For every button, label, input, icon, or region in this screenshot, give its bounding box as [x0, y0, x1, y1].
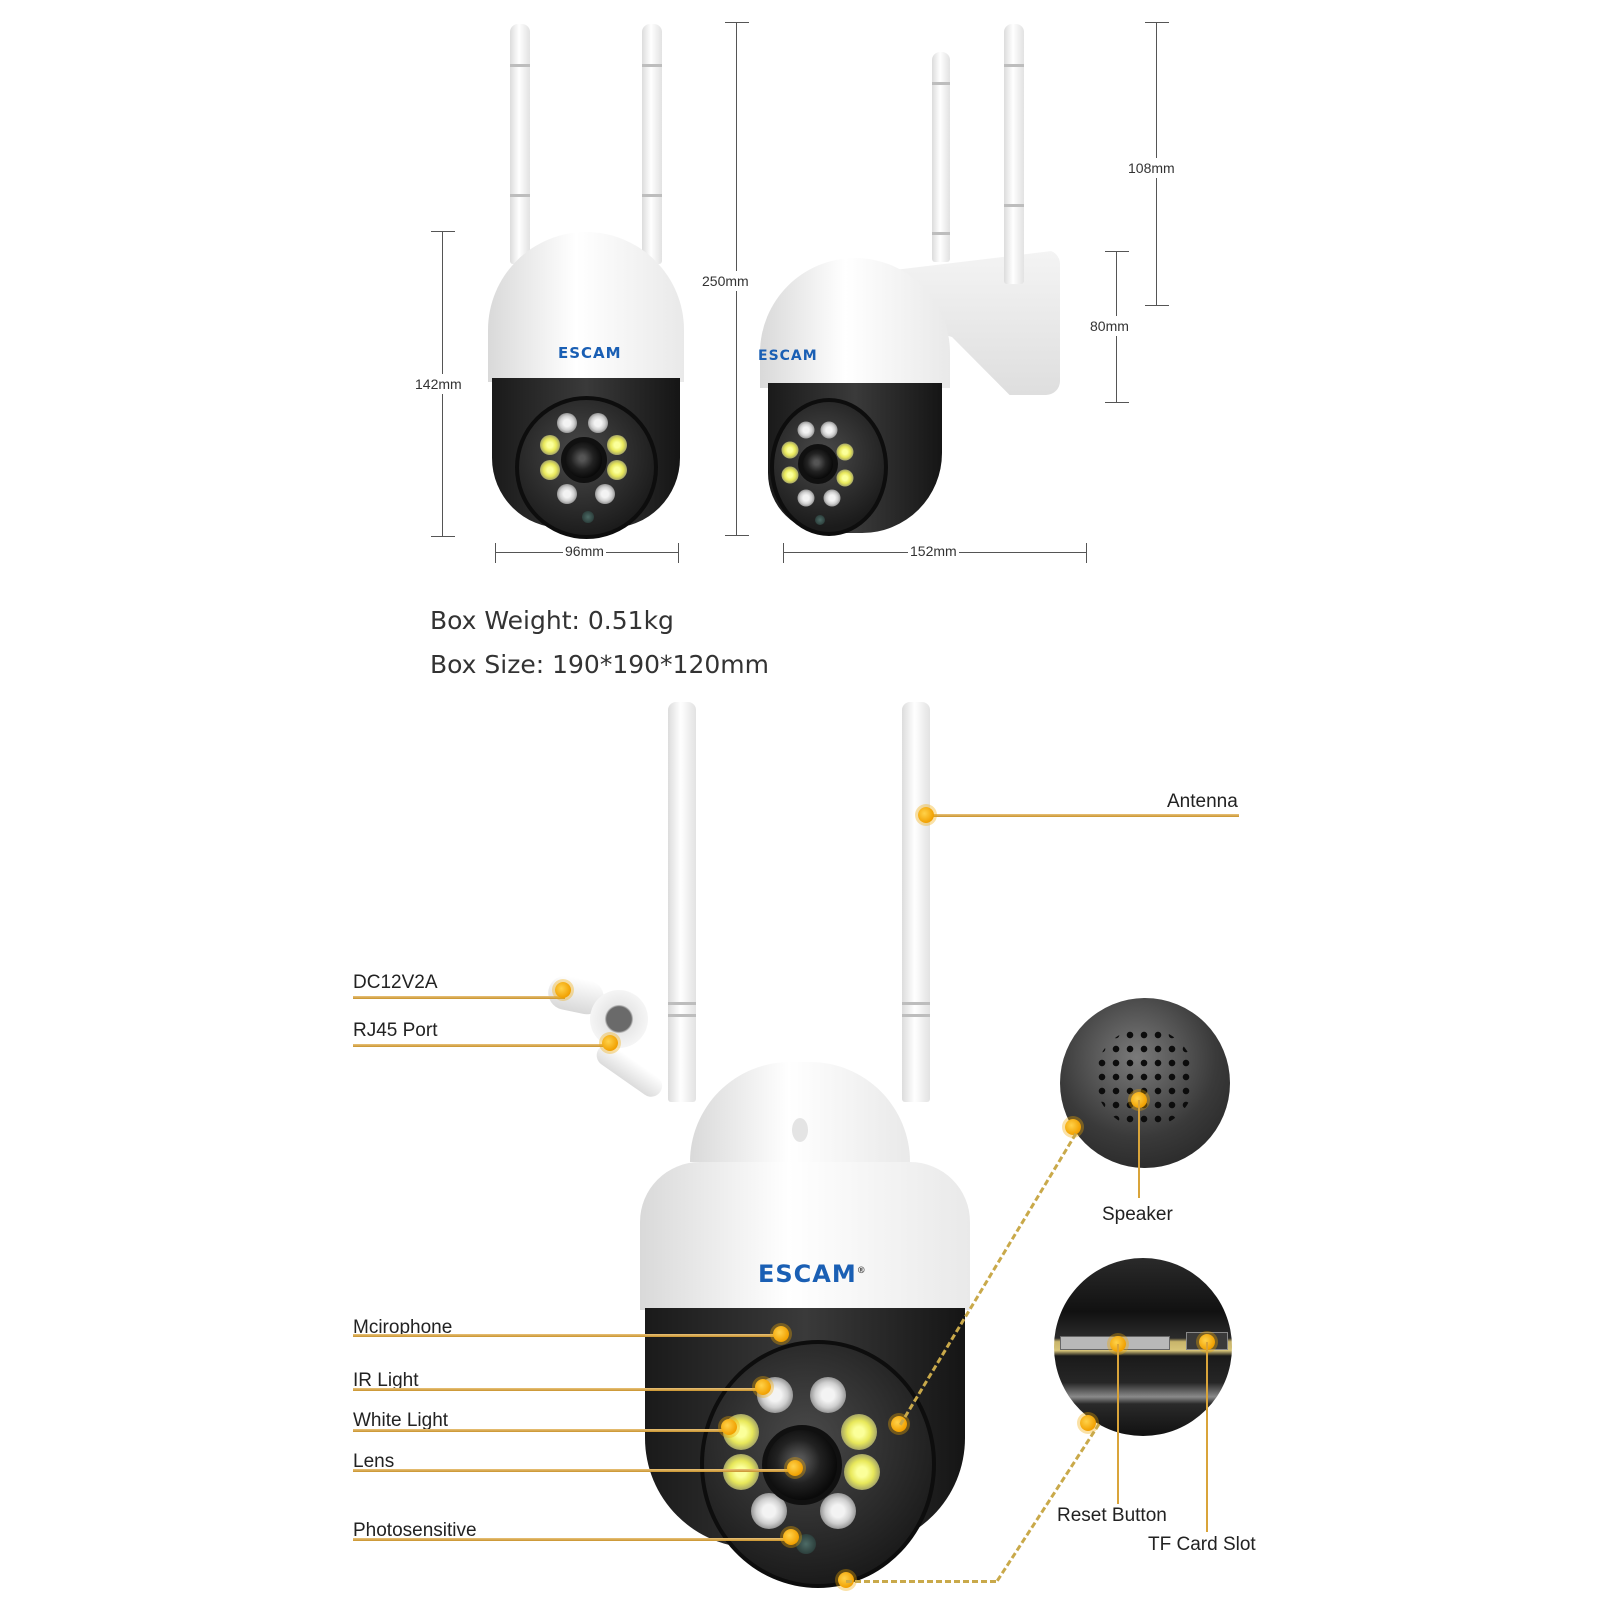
callout-dot-ir-light	[755, 1379, 771, 1395]
ir-led-icon	[588, 413, 608, 433]
ir-led-icon	[797, 421, 815, 439]
logo-text: ESCAM	[758, 1260, 857, 1288]
box-size-spec: Box Size: 190*190*120mm	[430, 650, 769, 679]
camera-dome	[690, 1062, 910, 1162]
callout-line-microphone	[353, 1334, 783, 1337]
callout-line-tf-card-slot	[1206, 1342, 1208, 1532]
box-size-value: 190*190*120mm	[552, 650, 769, 679]
cable-icon	[592, 1040, 667, 1102]
callout-dot-speaker-source	[891, 1416, 907, 1432]
ir-led-icon	[557, 484, 577, 504]
box-weight-label: Box Weight:	[430, 606, 580, 635]
callout-dot-white-light	[721, 1419, 737, 1435]
antenna-left-icon	[510, 24, 530, 264]
box-weight-value: 0.51kg	[587, 606, 674, 635]
antenna-right-icon	[642, 24, 662, 264]
ir-led-icon	[595, 484, 615, 504]
ir-led-icon	[823, 489, 841, 507]
callout-dot-dc-power	[555, 982, 571, 998]
dimension-label-front-width: 96mm	[563, 541, 606, 561]
white-led-icon	[781, 441, 799, 459]
dimension-label-total-height: 250mm	[700, 271, 751, 291]
callout-dot-rj45	[602, 1035, 618, 1051]
callout-dot-antenna	[918, 807, 934, 823]
white-led-icon	[841, 1414, 877, 1450]
dimension-label-side-width: 152mm	[908, 541, 959, 561]
camera-dome	[488, 232, 684, 382]
ir-led-icon	[820, 1493, 856, 1529]
callout-label-lens: Lens	[353, 1451, 395, 1472]
dimension-label-front-height: 142mm	[413, 374, 464, 394]
callout-dot-lens	[787, 1460, 803, 1476]
logo-text: ESCAM	[558, 344, 622, 362]
callout-label-antenna: Antenna	[1167, 791, 1238, 812]
ir-led-icon	[810, 1377, 846, 1413]
ir-led-icon	[557, 413, 577, 433]
callout-label-ir-light: IR Light	[353, 1370, 419, 1391]
box-weight-spec: Box Weight: 0.51kg	[430, 606, 674, 635]
callout-line-ir-light	[353, 1388, 765, 1391]
white-led-icon	[844, 1454, 880, 1490]
dimension-label-mount-height: 80mm	[1088, 316, 1131, 336]
dimension-label-antenna-height: 108mm	[1126, 158, 1177, 178]
callout-label-tf-card-slot: TF Card Slot	[1148, 1534, 1256, 1555]
speaker-inset-photo	[1060, 998, 1230, 1168]
callout-dashed-tf-slot-horizontal	[846, 1580, 996, 1583]
photosensor-icon	[796, 1534, 816, 1554]
brand-logo-front: ESCAM	[558, 344, 622, 362]
callout-label-rj45: RJ45 Port	[353, 1020, 438, 1041]
callout-dot-photosensitive	[783, 1529, 799, 1545]
antenna-front-icon	[1004, 24, 1024, 284]
callout-label-photosensitive: Photosensitive	[353, 1520, 477, 1541]
indicator-light-icon	[792, 1118, 808, 1142]
logo-text: ESCAM	[758, 348, 818, 364]
callout-line-lens	[353, 1469, 797, 1472]
callout-label-speaker: Speaker	[1102, 1204, 1173, 1225]
camera-housing	[640, 1162, 970, 1310]
white-led-icon	[781, 466, 799, 484]
callout-line-photosensitive	[353, 1538, 793, 1541]
white-led-icon	[540, 435, 560, 455]
callout-label-white-light: White Light	[353, 1410, 449, 1431]
box-size-label: Box Size:	[430, 650, 545, 679]
antenna-right-icon	[902, 702, 930, 1102]
callout-line-white-light	[353, 1429, 731, 1432]
white-led-icon	[836, 443, 854, 461]
lens-icon	[798, 444, 838, 484]
callout-line-antenna	[926, 814, 1239, 817]
speaker-grille-icon	[1095, 1028, 1195, 1128]
callout-label-reset-button: Reset Button	[1057, 1505, 1167, 1526]
antenna-rear-icon	[932, 52, 950, 262]
callout-line-dc-power	[353, 996, 565, 999]
callout-dashed-tf-slot-diagonal	[996, 1423, 1101, 1582]
callout-dot-microphone	[773, 1326, 789, 1342]
white-led-icon	[540, 460, 560, 480]
callout-dot-speaker-edge	[1065, 1119, 1081, 1135]
white-led-icon	[607, 460, 627, 480]
brand-logo-side: ESCAM	[758, 348, 818, 364]
lens-icon	[561, 437, 607, 483]
photosensor-icon	[582, 511, 594, 523]
callout-line-speaker	[1138, 1100, 1140, 1198]
callout-line-reset-button	[1117, 1344, 1119, 1504]
white-led-icon	[836, 469, 854, 487]
brand-logo-main: ESCAM®	[758, 1260, 867, 1288]
white-led-icon	[723, 1454, 759, 1490]
callout-dot-tf-slot-edge	[1080, 1415, 1096, 1431]
ir-led-icon	[797, 489, 815, 507]
callout-label-microphone: Mcirophone	[353, 1317, 453, 1338]
callout-line-rj45	[353, 1044, 611, 1047]
registered-mark: ®	[856, 1266, 867, 1276]
ir-led-icon	[820, 421, 838, 439]
white-led-icon	[607, 435, 627, 455]
callout-label-dc-power: DC12V2A	[353, 972, 438, 993]
antenna-left-icon	[668, 702, 696, 1102]
rj45-connector-icon	[590, 990, 648, 1048]
photosensor-icon	[815, 515, 825, 525]
